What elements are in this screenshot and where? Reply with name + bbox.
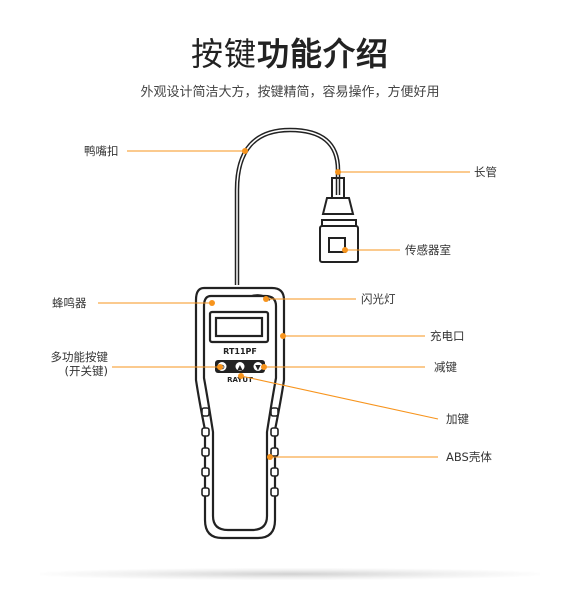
title-bold: 功能介绍 [257, 35, 390, 73]
device-body [194, 286, 286, 540]
grip-bumps-left [201, 407, 210, 497]
device-model-text: RT11PF [223, 347, 257, 356]
label-sensor-chamber: 传感器室 [405, 243, 451, 257]
brand-text: RAYUT [227, 376, 253, 384]
callout-lines [98, 150, 470, 458]
label-long-tube: 长管 [474, 165, 497, 179]
label-multi-key-line1: 多功能按键 [50, 350, 109, 364]
label-multi-key: 多功能按键 (开关键) [34, 350, 109, 378]
label-abs-shell: ABS壳体 [446, 450, 492, 464]
grip-bumps-right [270, 407, 279, 497]
down-key-glyph: ▼ [255, 364, 261, 372]
label-multi-key-line2: (开关键) [64, 364, 108, 378]
title-light: 按键 [190, 35, 257, 73]
bottom-shadow [40, 568, 540, 580]
label-plus-key: 加键 [446, 412, 469, 426]
up-key-glyph: ▲ [237, 364, 243, 372]
page-subtitle: 外观设计简洁大方，按键精简，容易操作，方便好用 [140, 85, 440, 100]
label-flash-light: 闪光灯 [361, 292, 396, 306]
label-minus-key: 减键 [434, 360, 457, 374]
page-title: 按键功能介绍 [0, 34, 580, 74]
label-buzzer: 蜂鸣器 [52, 296, 87, 310]
label-charge-port: 充电口 [430, 329, 465, 343]
label-duck-clip: 鸭嘴扣 [84, 144, 119, 158]
sensor-head [319, 177, 359, 263]
callout-dots [209, 148, 348, 460]
